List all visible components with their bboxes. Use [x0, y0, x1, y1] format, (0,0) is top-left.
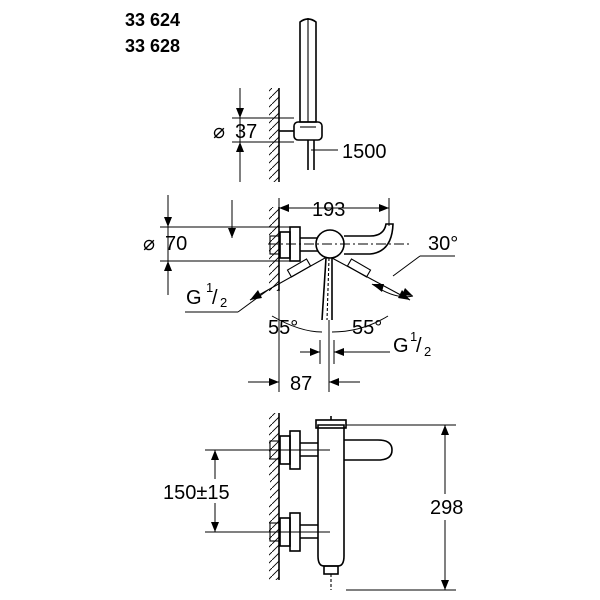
dim-spout-angle: 30° [428, 233, 458, 255]
dim-projection: 87 [290, 373, 312, 395]
dim-spout-length: 193 [312, 199, 345, 221]
dim-angle-left: 55° [268, 317, 298, 339]
wall-hatch-middle [269, 207, 279, 291]
spout [344, 223, 394, 255]
side-elevation-view: 150±15 298 [160, 413, 472, 591]
outlet-thread-slash: / [416, 335, 422, 357]
outlet-thread-num: 1 [410, 329, 417, 344]
product-code-1: 33 624 [125, 10, 180, 30]
outlet-thread-prefix: G [393, 335, 409, 357]
dim-rosette-diameter: 70 [165, 233, 187, 255]
dim-angle-right: 55° [352, 317, 382, 339]
diameter-symbol-37: ⌀ [213, 121, 225, 143]
dim-hose-length: 1500 [342, 141, 387, 163]
hand-shower-view: ⌀ 37 1500 [213, 18, 387, 182]
inlet-thread-left-prefix: G [186, 287, 202, 309]
top-view: 193 ⌀ 70 30° G 1 / 2 55° 55° [143, 195, 458, 395]
inlet-thread-left-slash: / [212, 287, 218, 309]
shower-holder [293, 121, 323, 141]
wall-hatch-top [269, 88, 279, 182]
inlet-thread-left-num: 1 [206, 280, 213, 295]
outlet-thread-den: 2 [424, 344, 431, 359]
dim-holder-diameter: 37 [235, 121, 257, 143]
diameter-symbol-70: ⌀ [143, 233, 155, 255]
inlet-thread-left-den: 2 [220, 295, 227, 310]
elevation-spout [344, 439, 393, 461]
dim-height: 298 [430, 497, 463, 519]
wall-hatch-bottom [269, 413, 279, 580]
dim-centre-distance: 150±15 [163, 482, 230, 504]
mixer-body [317, 424, 345, 567]
hand-shower-head [299, 18, 317, 123]
product-code-2: 33 628 [125, 36, 180, 56]
